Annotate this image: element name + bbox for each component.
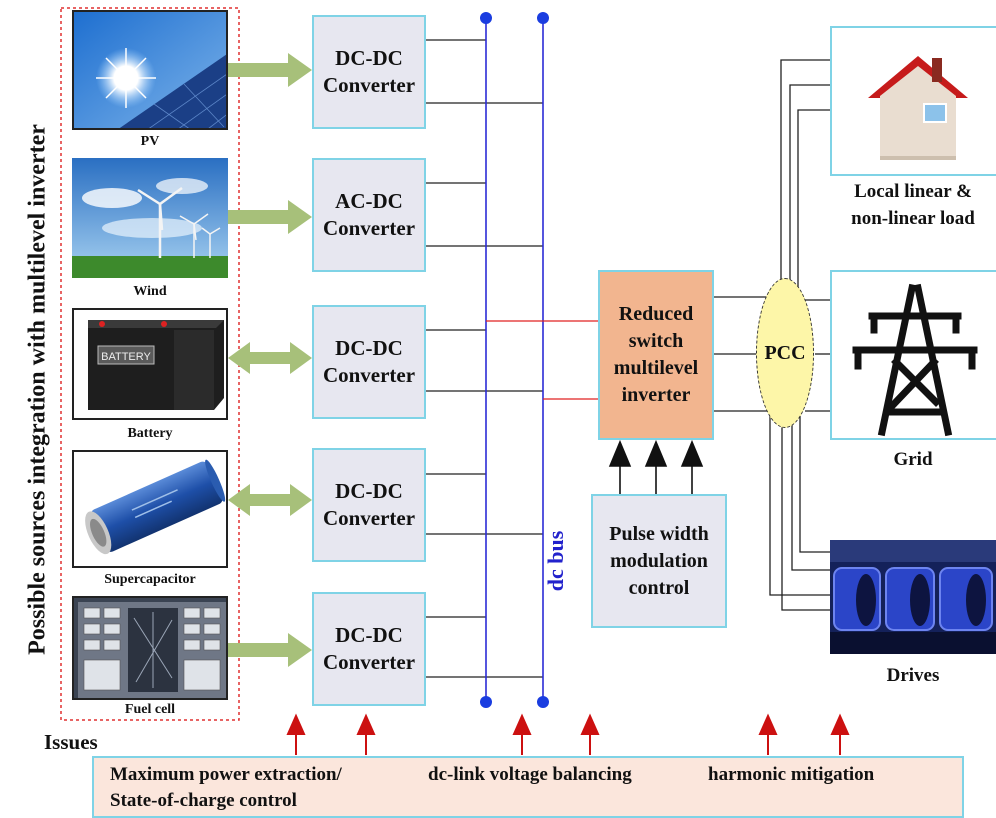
issue-dc-link: dc-link voltage balancing — [428, 764, 632, 785]
inverter-pcc-wires — [714, 296, 770, 412]
pcc-node: PCC — [756, 278, 814, 428]
converter-box: DC-DC Converter — [312, 305, 426, 419]
converter-box: DC-DC Converter — [312, 592, 426, 706]
fuelcell-arrow — [228, 633, 312, 667]
bus-node — [480, 696, 492, 708]
pwm-arrows — [608, 439, 704, 494]
bus-node — [480, 12, 492, 24]
supercapacitor-icon — [74, 452, 226, 566]
fuelcell-image — [72, 596, 228, 700]
wind-arrow — [228, 200, 312, 234]
issues-title: Issues — [44, 730, 98, 754]
load-grid-box — [830, 270, 996, 440]
motor-drives-icon — [830, 540, 996, 654]
battery-icon: BATTERY — [74, 310, 226, 418]
load-label-local: Local linear & non-linear load — [851, 181, 975, 229]
pwm-label: Pulse width modulation control — [609, 522, 709, 599]
source-label-battery: Battery — [127, 426, 173, 441]
dc-bus-label: dc bus — [543, 530, 568, 592]
source-label-pv: PV — [140, 134, 160, 149]
converter-bus-wires — [426, 39, 543, 678]
issue-mppt-soc: Maximum power extraction/ State-of-charg… — [110, 764, 342, 811]
wind-image — [72, 158, 228, 278]
house-icon — [868, 56, 968, 160]
pv-arrow — [228, 53, 312, 87]
supercapacitor-image — [72, 450, 228, 568]
pcc-label: PCC — [764, 341, 806, 364]
load-label-grid: Grid — [893, 449, 933, 470]
source-label-supercapacitor: Supercapacitor — [104, 572, 196, 587]
bus-node — [537, 12, 549, 24]
battery-image: BATTERY — [72, 308, 228, 420]
issue-arrows — [286, 713, 850, 755]
converter-box: DC-DC Converter — [312, 448, 426, 562]
converter-box: DC-DC Converter — [312, 15, 426, 129]
battery-arrow — [228, 342, 312, 374]
load-label-drives: Drives — [886, 665, 940, 686]
converter-box: AC-DC Converter — [312, 158, 426, 272]
pwm-control-box: Pulse width modulation control — [591, 494, 727, 628]
solar-panel-icon — [74, 12, 226, 128]
bus-node — [537, 696, 549, 708]
load-drives-box — [830, 540, 996, 654]
pv-image — [72, 10, 228, 130]
issue-harmonic: harmonic mitigation — [708, 764, 875, 785]
multilevel-inverter-box: Reduced switch multilevel inverter — [598, 270, 714, 440]
transmission-tower-icon — [852, 283, 978, 437]
supercapacitor-arrow — [228, 484, 312, 516]
wind-turbine-icon — [72, 158, 228, 278]
inverter-label: Reduced switch multilevel inverter — [613, 303, 699, 406]
source-label-wind: Wind — [133, 284, 167, 299]
source-label-fuelcell: Fuel cell — [124, 702, 176, 717]
issues-bar — [92, 756, 964, 818]
fuel-cell-icon — [74, 598, 226, 698]
svg-text:BATTERY: BATTERY — [101, 351, 151, 363]
load-house-box — [830, 26, 996, 176]
